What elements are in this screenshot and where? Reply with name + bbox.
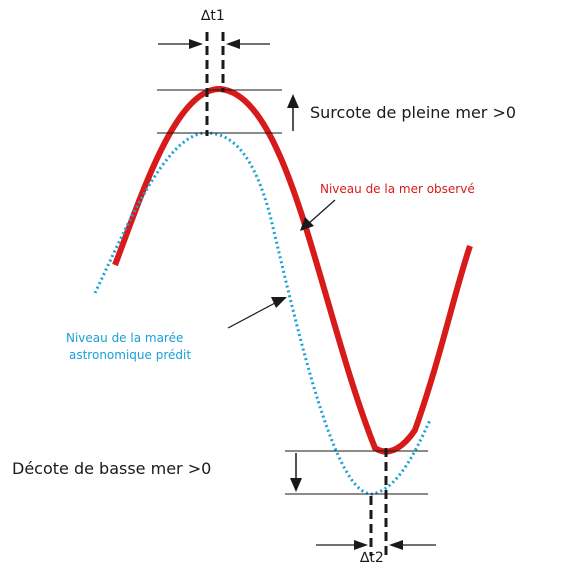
- observed-label-pointer-head: [300, 217, 314, 231]
- surcote-label: Surcote de pleine mer >0: [310, 103, 517, 122]
- predicted-label-pointer-head: [271, 297, 287, 308]
- observed-sea-level-curve: [112, 85, 473, 455]
- delta-t1-left-arrow-head: [189, 39, 203, 49]
- delta-t2-left-arrow-head: [354, 540, 368, 550]
- decote-label: Décote de basse mer >0: [12, 459, 212, 478]
- decote-arrow-head: [290, 478, 302, 492]
- delta-t2-right-arrow-head: [389, 540, 403, 550]
- observed-level-label: Niveau de la mer observé: [320, 182, 475, 196]
- predicted-tide-label-line2: astronomique prédit: [69, 348, 192, 362]
- predicted-label-pointer: [227, 302, 276, 329]
- predicted-tide-label-line1: Niveau de la marée: [66, 331, 184, 345]
- surcote-arrow-head: [287, 94, 299, 108]
- delta-t1-right-arrow-head: [226, 39, 240, 49]
- delta-t1-label: ∆t1: [201, 8, 225, 24]
- observed-label-pointer: [307, 199, 336, 225]
- delta-t2-label: ∆t2: [360, 550, 384, 566]
